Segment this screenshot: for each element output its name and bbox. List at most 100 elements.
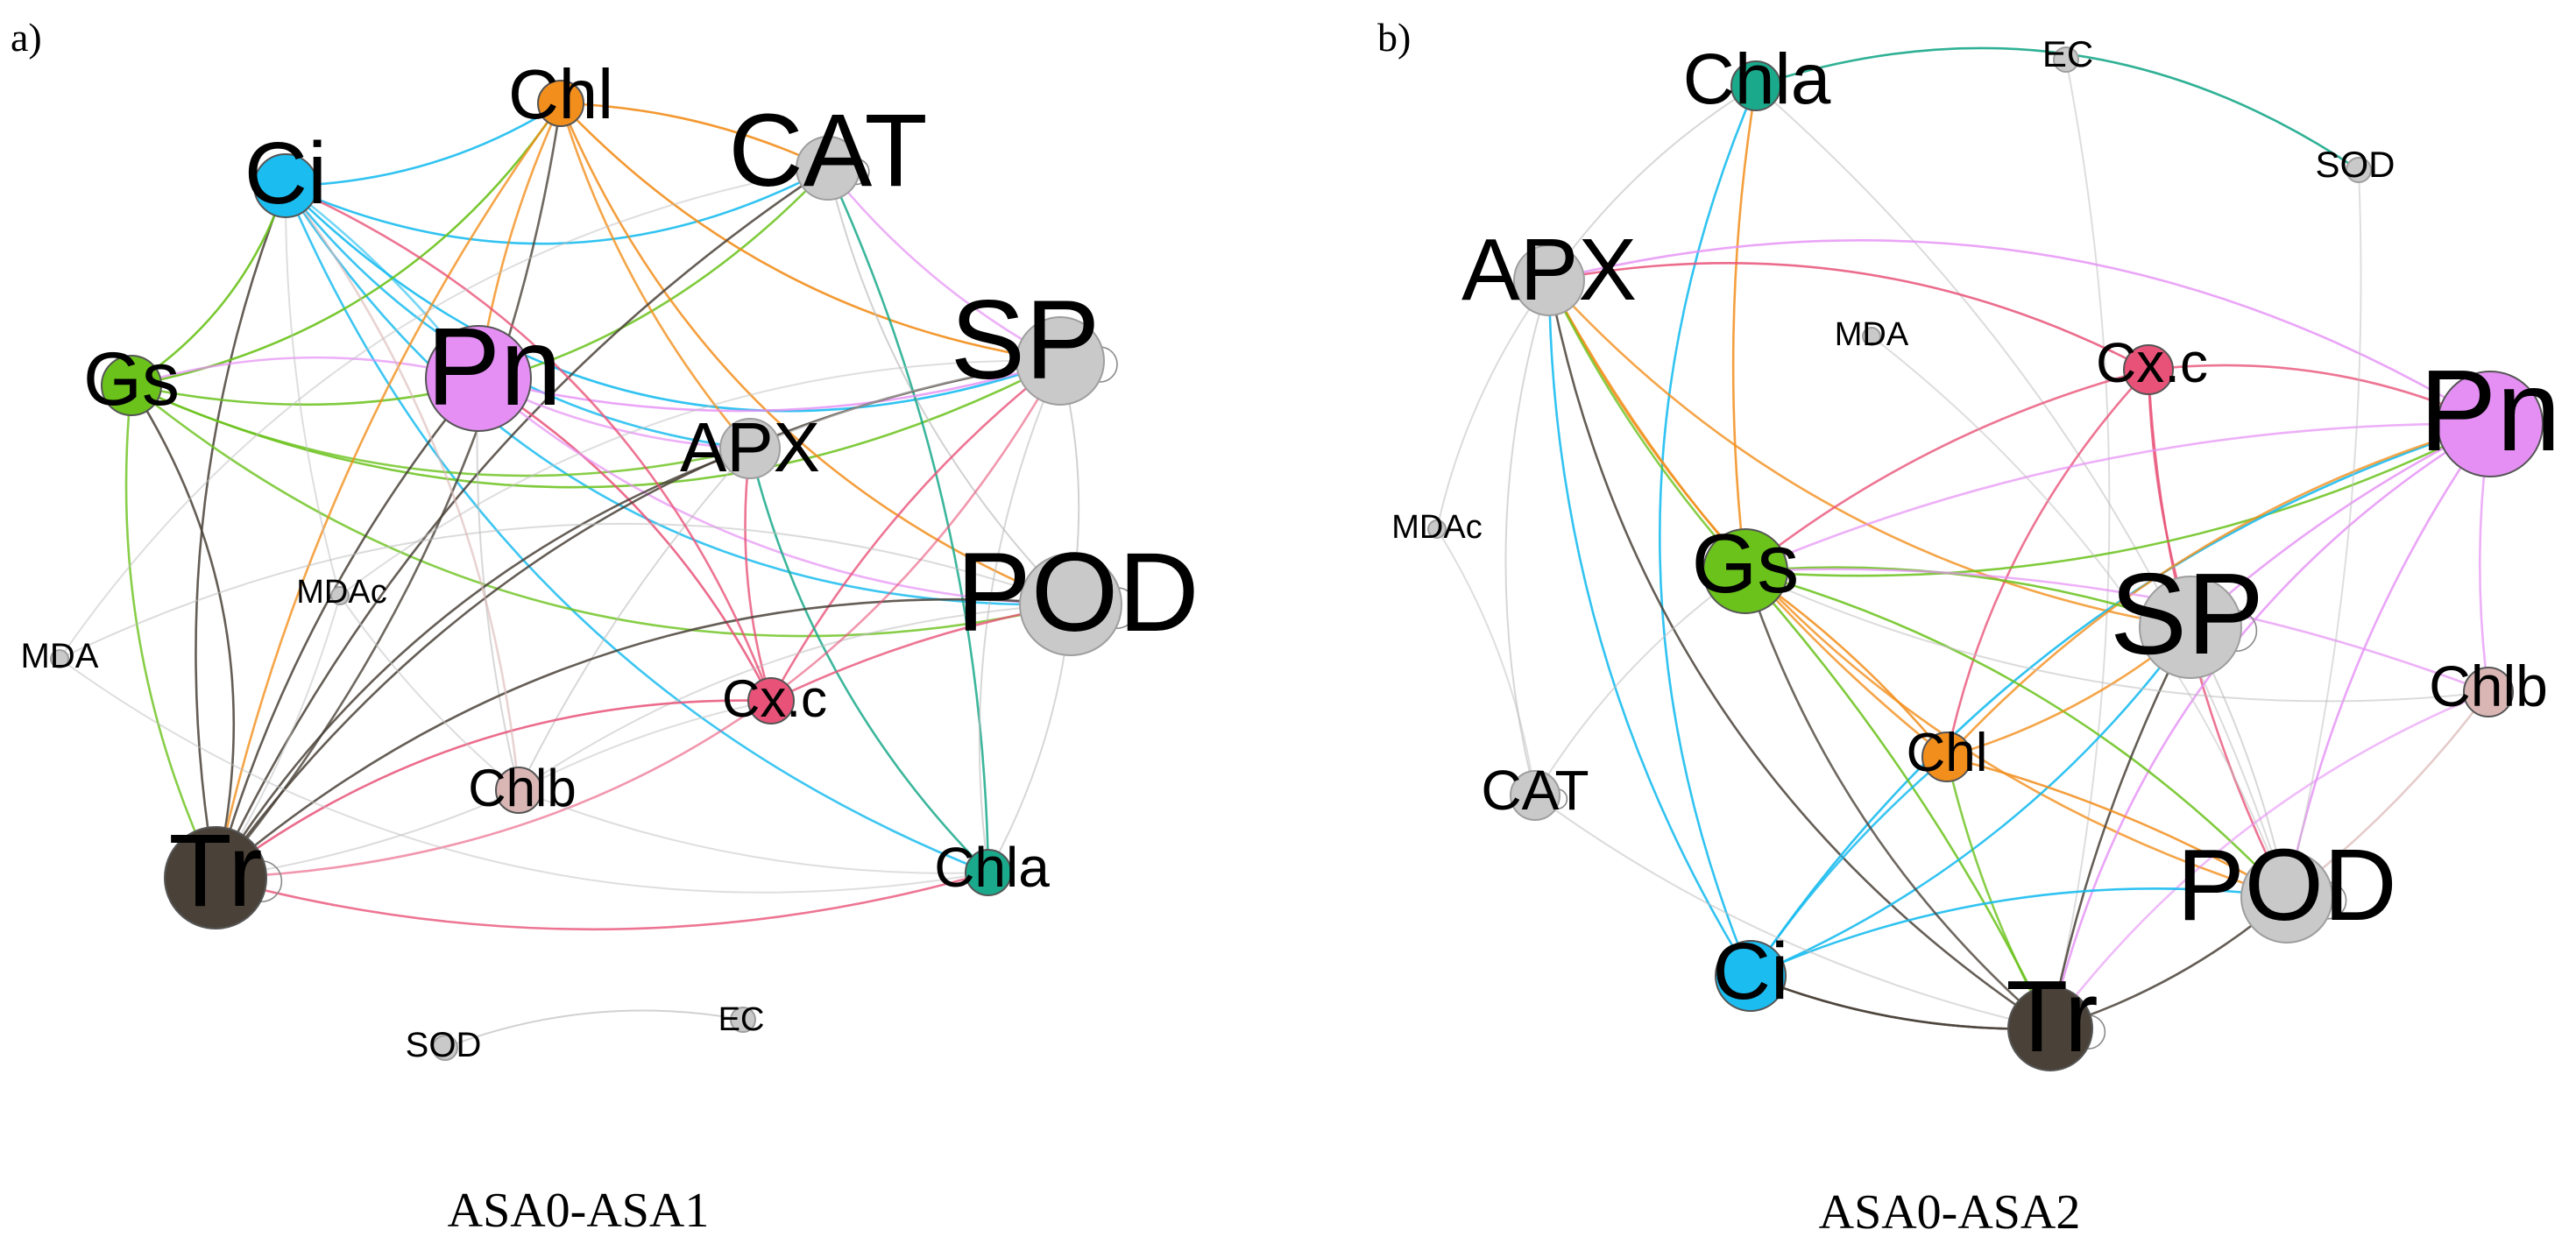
node-label-mdac: MDAc	[296, 574, 386, 611]
node-pn	[425, 325, 532, 432]
node-chla	[965, 849, 1012, 896]
node-apx	[1513, 244, 1585, 316]
node-label-gs: Gs	[83, 337, 180, 421]
panel-a-caption: ASA0-ASA1	[448, 1184, 710, 1238]
edge-pod-ci	[1750, 887, 2288, 978]
edge-pn-ci	[1749, 422, 2491, 977]
node-pod	[1019, 553, 1122, 656]
edge-sp-ci	[1750, 626, 2192, 978]
node-label-chl: Chl	[1906, 723, 1987, 783]
edge-ci-tr	[195, 185, 287, 879]
node-label-chla: Chla	[1683, 39, 1831, 119]
edge-sp-cxc	[769, 359, 1061, 702]
node-chlb	[2463, 667, 2514, 717]
edge-pn-cxc	[478, 377, 773, 702]
edge-cxc-ci	[285, 184, 773, 702]
panel-b-caption: ASA0-ASA2	[1819, 1185, 2081, 1240]
node-cat	[1510, 770, 1560, 821]
edge-chl-ci	[1749, 756, 1948, 977]
edge-apx-ci	[1547, 279, 1752, 977]
edge-mda-chla	[59, 658, 989, 894]
node-chl	[537, 80, 584, 127]
node-label-pod: POD	[2176, 828, 2396, 942]
node-sp	[2139, 576, 2242, 679]
edge-gs-chlb	[1744, 568, 2489, 694]
edge-pn-chl	[1946, 422, 2491, 758]
edge-chla-pod	[1755, 85, 2288, 898]
node-label-apx: APX	[680, 408, 820, 486]
edge-apx-cat	[1504, 279, 1550, 796]
edge-apx-pn	[1548, 239, 2491, 426]
edge-pn-tr	[214, 378, 480, 879]
edge-gs-apx	[131, 384, 751, 477]
node-sod	[432, 1035, 458, 1061]
edge-ci-mdac	[284, 185, 341, 597]
edge-gs-pod	[1744, 569, 2288, 898]
node-pod	[2240, 851, 2333, 944]
node-label-gs: Gs	[1692, 517, 1800, 611]
edge-apx-tr	[1547, 279, 2051, 1030]
node-label-cat: CAT	[728, 93, 927, 208]
edge-gs-pod	[131, 384, 1072, 638]
node-label-mda: MDA	[1835, 316, 1909, 353]
node-tr	[2007, 986, 2093, 1071]
node-label-sod: SOD	[406, 1026, 482, 1064]
node-ci	[253, 153, 318, 218]
edge-mdac-chlb	[339, 595, 520, 791]
node-mda	[1862, 327, 1881, 346]
edge-ci-chla	[284, 185, 989, 874]
edge-tr-sp	[215, 360, 1062, 880]
node-cxc	[2123, 344, 2174, 395]
node-label-cat: CAT	[1481, 759, 1589, 822]
edge-gs-pn	[1744, 422, 2491, 573]
node-gs	[101, 355, 162, 416]
node-label-mdac: MDAc	[1391, 509, 1482, 546]
edge-chl-cat	[560, 102, 829, 170]
node-label-chlb: Chlb	[468, 759, 576, 817]
edge-sod-pod	[2286, 169, 2362, 898]
node-ec	[730, 1007, 756, 1033]
edge-cxc-chlb	[518, 700, 772, 791]
node-label-chl: Chl	[508, 55, 613, 133]
panel-a-edges	[59, 102, 1080, 1049]
edge-mdac-sp	[339, 359, 1061, 597]
node-label-cxc: Cx.c	[722, 669, 827, 728]
edge-cxc-chl	[1945, 369, 2149, 758]
edge-chlb-ci	[284, 185, 520, 791]
node-apx	[719, 418, 781, 479]
edge-mda-cat	[59, 167, 829, 660]
edge-chlb-gs	[1744, 570, 2489, 703]
node-cxc	[747, 677, 795, 724]
node-label-tr: Tr	[2006, 959, 2098, 1073]
edge-mdac-cat	[1436, 528, 1536, 796]
edge-pod-chlb	[518, 604, 1072, 791]
edge-cat-chla	[826, 167, 990, 873]
edge-cat-tr	[214, 166, 829, 879]
edge-mda-pod	[1871, 336, 2288, 898]
node-label-ec: EC	[718, 1001, 765, 1038]
edge-pn-sp	[478, 359, 1061, 413]
edge-tr-chla	[215, 871, 989, 931]
edge-chla-apx	[1548, 85, 1757, 281]
edge-apx-chla	[748, 448, 989, 873]
edge-apx-cxc	[1548, 262, 2149, 371]
edge-gs-ci	[131, 185, 287, 387]
node-chl	[1921, 732, 1972, 782]
panel-b-letter: b)	[1377, 15, 1411, 60]
node-label-tr: Tr	[169, 813, 263, 929]
node-gs	[1702, 528, 1788, 614]
edge-apx-sp	[1548, 279, 2191, 629]
edge-chl-apx	[559, 102, 751, 449]
node-mdac	[330, 586, 350, 605]
edge-gs-tr	[130, 385, 236, 879]
node-pn	[2437, 371, 2544, 477]
edge-sp-tr	[2049, 626, 2192, 1029]
node-ec	[2053, 46, 2079, 73]
node-label-mda: MDA	[21, 637, 99, 675]
node-label-pod: POD	[956, 530, 1199, 655]
node-ci	[1715, 940, 1787, 1012]
edge-ec-tr	[2049, 59, 2111, 1029]
node-label-chla: Chla	[934, 836, 1050, 899]
